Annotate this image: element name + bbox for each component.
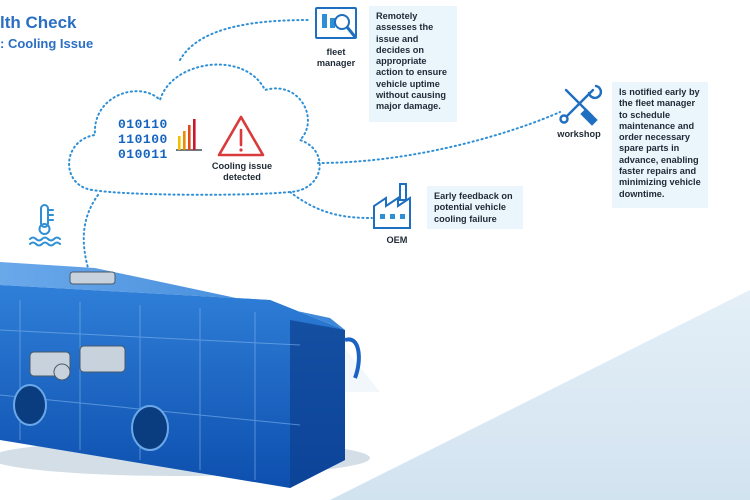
page-subtitle: : Cooling Issue bbox=[0, 36, 94, 51]
fleet-manager-label: fleet manager bbox=[316, 47, 356, 68]
bus-wheel bbox=[13, 384, 169, 451]
oem-label: OEM bbox=[386, 235, 408, 245]
cloud-outline bbox=[68, 63, 321, 196]
binary-line: 010110 bbox=[118, 117, 168, 132]
connector-workshop bbox=[317, 111, 561, 164]
wrench-screwdriver-icon bbox=[559, 84, 603, 126]
title-block: lth Check : Cooling Issue bbox=[0, 12, 93, 52]
connector-fleet bbox=[179, 19, 311, 61]
oem-description: Early feedback on potential vehicle cool… bbox=[427, 186, 523, 229]
warning-triangle-icon bbox=[217, 115, 265, 157]
binary-data-icon: 010110 110100 010011 bbox=[118, 117, 168, 162]
workshop-description: Is notified early by the fleet manager t… bbox=[612, 82, 708, 208]
engine-parts bbox=[29, 271, 126, 381]
bus-illustration bbox=[0, 262, 370, 488]
binary-line: 010011 bbox=[118, 147, 168, 162]
thermometer-water-icon bbox=[29, 204, 61, 247]
factory-icon bbox=[373, 183, 411, 229]
fleet-manager-description: Remotely assesses the issue and decides … bbox=[369, 6, 457, 122]
workshop-label: workshop bbox=[557, 129, 601, 139]
connector-oem bbox=[289, 191, 373, 219]
magnifier-dashboard-icon bbox=[315, 7, 358, 39]
binary-line: 110100 bbox=[118, 132, 168, 147]
bar-chart-icon bbox=[176, 119, 202, 151]
connector-bus bbox=[82, 194, 99, 269]
alert-label: Cooling issue detected bbox=[211, 161, 273, 182]
page-title: lth Check bbox=[0, 13, 77, 32]
